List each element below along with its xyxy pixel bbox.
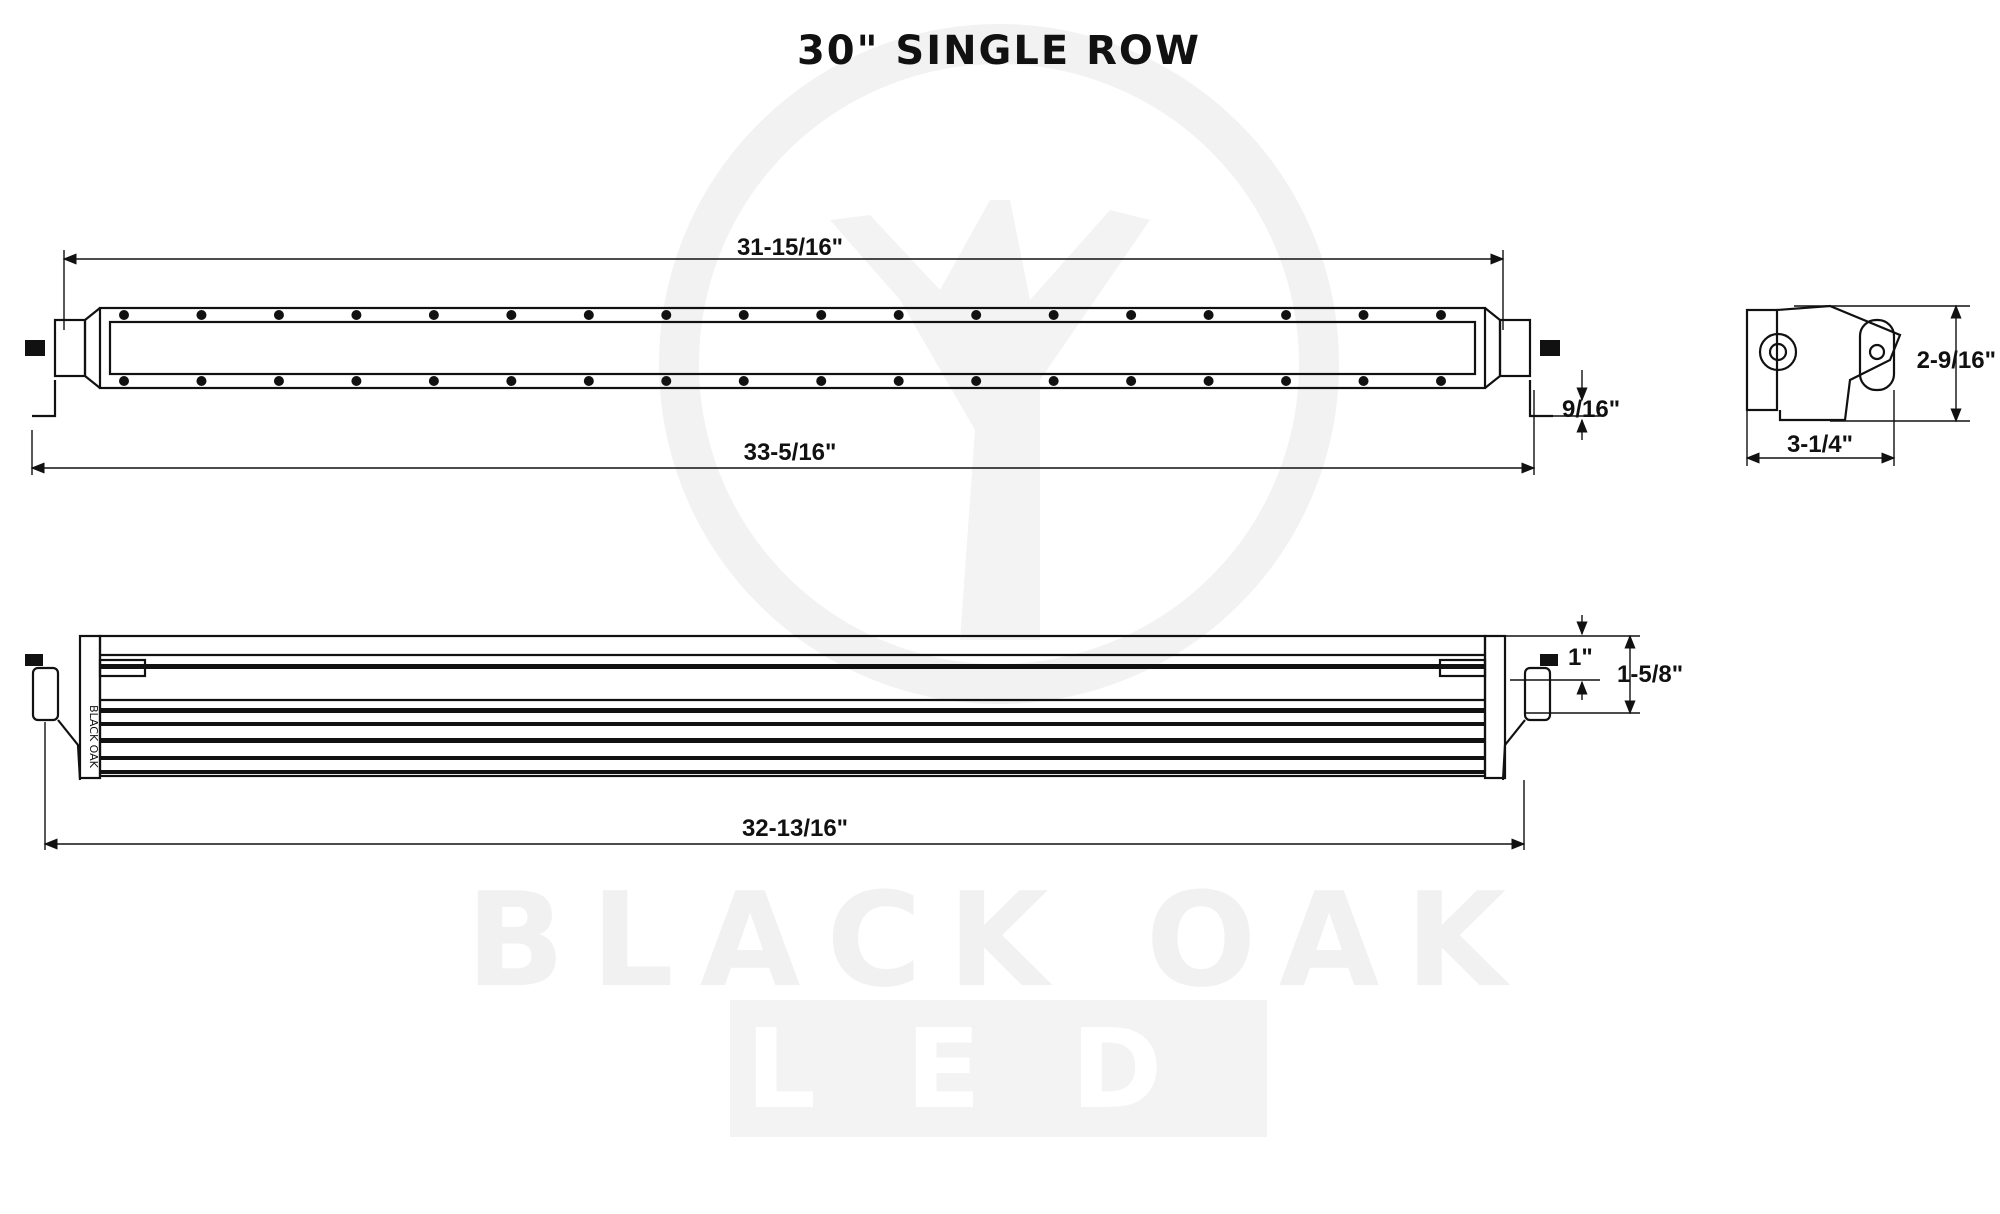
led-dot — [1358, 310, 1369, 320]
led-dot — [196, 376, 207, 386]
led-dot — [1436, 376, 1446, 386]
led-dot — [816, 376, 827, 386]
end-cap-label: BLACK OAK — [87, 705, 100, 769]
led-dot — [738, 376, 749, 386]
led-dot — [1126, 310, 1137, 320]
side-depth-dim: 3-1/4" — [1787, 431, 1853, 458]
led-dot — [661, 310, 672, 320]
top-length-dim: 31-15/16" — [737, 234, 843, 261]
watermark-brand: BLACK OAK — [466, 864, 1532, 1016]
bracket-dim: 9/16" — [1562, 396, 1620, 423]
led-dot — [351, 310, 362, 320]
led-dot — [893, 376, 904, 386]
led-dot — [506, 310, 517, 320]
led-dot — [1048, 376, 1059, 386]
led-dot — [1126, 376, 1137, 386]
led-dot — [1281, 310, 1292, 320]
led-dot — [428, 376, 439, 386]
top-view: 31-15/16" 33-5/16" 9/16" — [25, 234, 1620, 475]
led-dot — [273, 310, 284, 320]
side-height-dim: 2-9/16" — [1917, 347, 1996, 374]
led-dot — [1203, 376, 1214, 386]
led-dots — [119, 310, 1446, 386]
led-dot — [119, 310, 129, 320]
led-dot — [971, 376, 982, 386]
led-dot — [1048, 310, 1059, 320]
watermark-sub: LED — [746, 1005, 1253, 1133]
led-dot — [661, 376, 672, 386]
front-view: BLACK OAK 32-13/16" 1" 1-5/8" — [25, 615, 1683, 850]
led-dot — [1281, 376, 1292, 386]
page-title: 30" SINGLE ROW — [797, 28, 1201, 74]
led-dot — [119, 376, 129, 386]
top-overall-dim: 33-5/16" — [744, 439, 837, 466]
led-dot — [738, 310, 749, 320]
led-dot — [816, 310, 827, 320]
watermark-logo: BLACK OAK LED — [466, 24, 1532, 1137]
led-dot — [1436, 310, 1446, 320]
lens-dim: 1" — [1568, 644, 1593, 671]
led-dot — [893, 310, 904, 320]
led-dot — [1358, 376, 1369, 386]
side-view: 2-9/16" 3-1/4" — [1745, 304, 1996, 466]
led-dot — [351, 376, 362, 386]
led-dot — [1203, 310, 1214, 320]
led-dot — [506, 376, 517, 386]
led-dot — [583, 376, 594, 386]
led-dot — [971, 310, 982, 320]
led-dot — [273, 376, 284, 386]
front-overall-dim: 32-13/16" — [742, 815, 848, 842]
led-dot — [196, 310, 207, 320]
led-dot — [428, 310, 439, 320]
front-height-dim: 1-5/8" — [1617, 661, 1683, 688]
led-dot — [583, 310, 594, 320]
